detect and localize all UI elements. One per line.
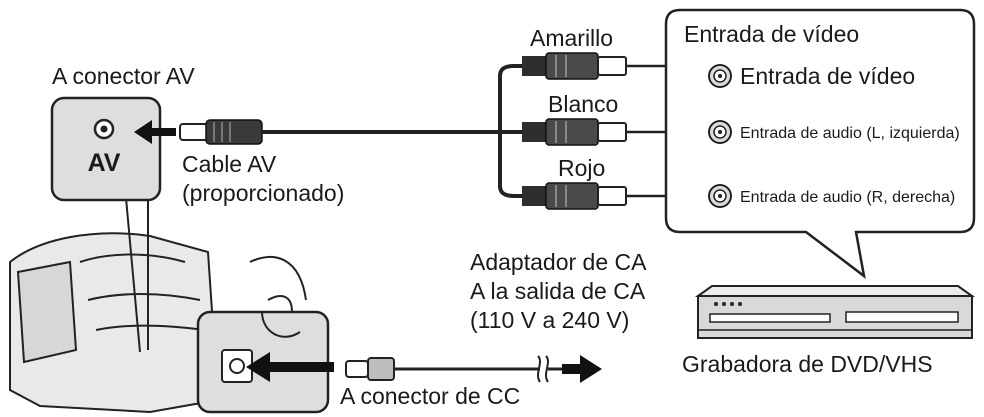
- video-input-jack-icon: [708, 64, 732, 88]
- ac-adapter-label-line3: (110 V a 240 V): [470, 307, 629, 333]
- av-port-panel: [50, 96, 162, 202]
- dc-port-icon: [221, 349, 253, 383]
- av-port-icon: [93, 118, 115, 140]
- camcorder-illustration: [9, 232, 307, 414]
- ac-adapter-label-line1: Adaptador de CA: [470, 249, 647, 275]
- av-cable-label-line2: (proporcionado): [182, 180, 344, 206]
- av-connector-callout: AV: [50, 96, 162, 353]
- recorder-input-audio-right: Entrada de audio (R, derecha): [740, 189, 955, 206]
- plug-color-white: Blanco: [548, 91, 618, 117]
- audio-right-input-jack-icon: [708, 184, 732, 208]
- av-port-text: AV: [88, 149, 121, 177]
- ac-outlet-arrow-icon: [562, 355, 602, 383]
- dc-plug: [345, 360, 369, 378]
- av-arrow-icon: [134, 120, 176, 144]
- plug-color-red: Rojo: [558, 155, 605, 181]
- recorder-device-label: Grabadora de DVD/VHS: [682, 351, 933, 377]
- dc-connector-label: A conector de CC: [340, 383, 520, 409]
- ac-adapter-label-line2: A la salida de CA: [470, 278, 646, 304]
- recorder-panel-title: Entrada de vídeo: [684, 21, 859, 47]
- recorder-input-callout: [664, 8, 976, 279]
- dc-arrow-icon: [246, 352, 334, 382]
- recorder-input-audio-left: Entrada de audio (L, izquierda): [740, 125, 960, 142]
- av-cable: [179, 64, 522, 198]
- av-cable-label-line1: Cable AV: [182, 151, 277, 177]
- audio-left-input-jack-icon: [708, 120, 732, 144]
- dvd-vhs-recorder-illustration: [694, 285, 976, 339]
- plug-color-yellow: Amarillo: [530, 25, 613, 51]
- ac-adapter-cable: [345, 355, 562, 383]
- av-connector-label: A conector AV: [52, 63, 195, 89]
- recorder-input-video: Entrada de vídeo: [740, 63, 915, 89]
